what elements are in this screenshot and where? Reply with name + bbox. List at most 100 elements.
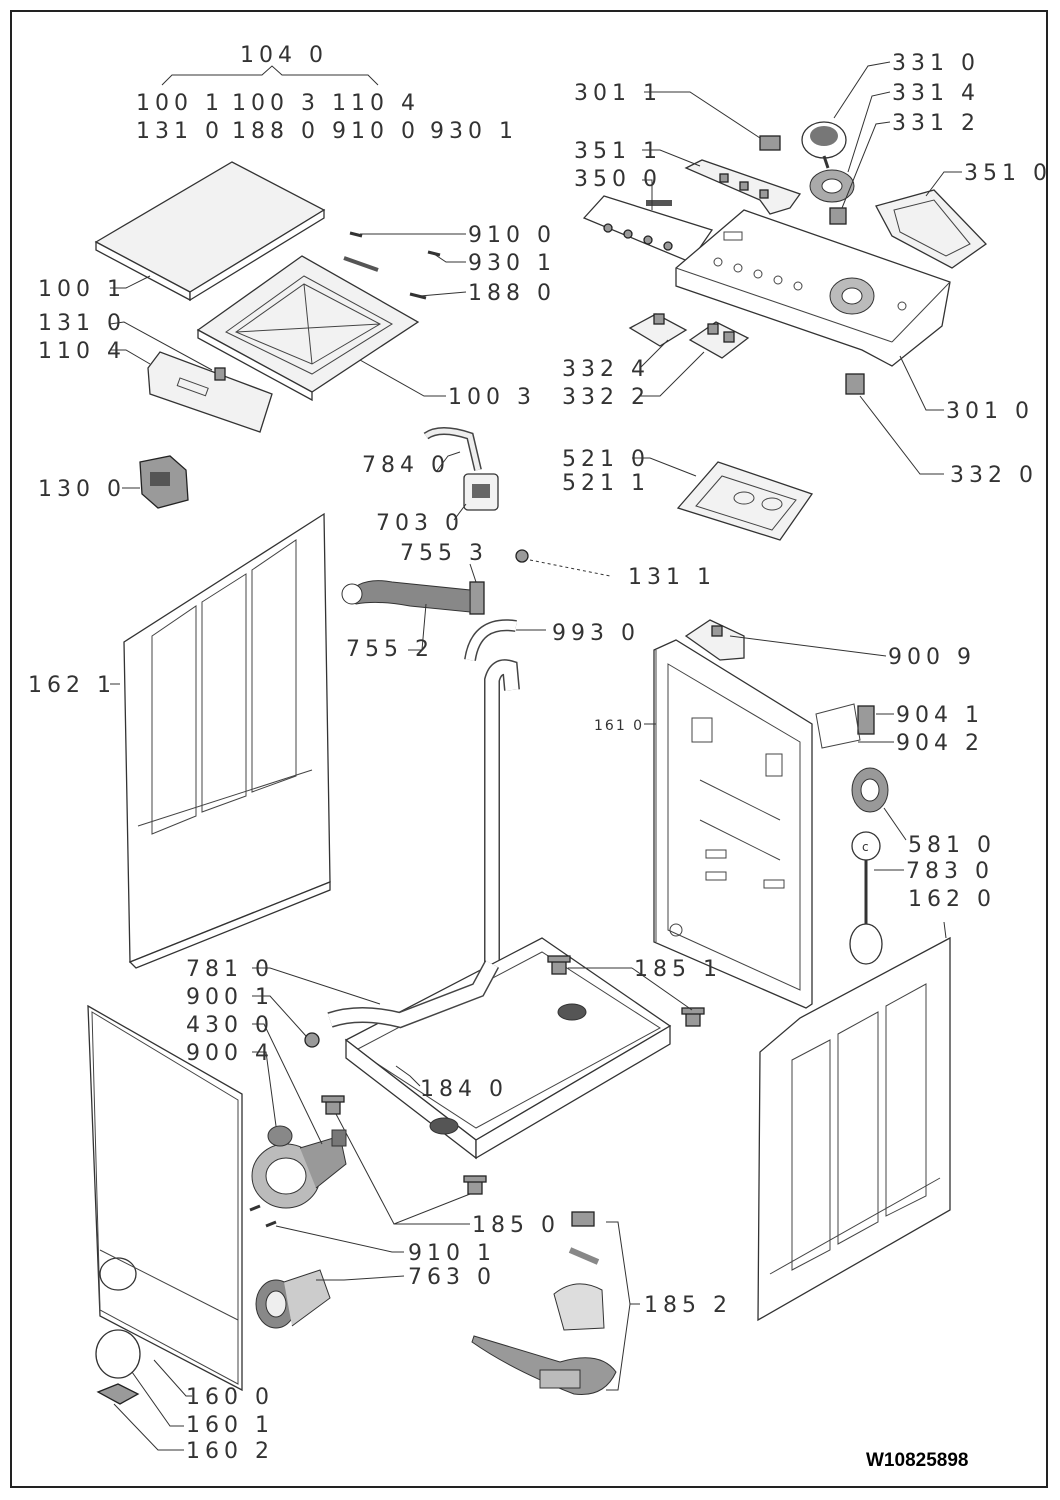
- label-910-0: 910 0: [468, 223, 556, 248]
- label-910-1: 910 1: [408, 1241, 496, 1266]
- leader-703-0: [453, 503, 467, 521]
- part-top-lid: [94, 161, 326, 302]
- label-131-1: 131 1: [628, 565, 716, 590]
- group-bracket: [161, 65, 379, 86]
- leader-781-0: [252, 967, 381, 1005]
- label-188-0: 188 0: [468, 281, 556, 306]
- label-162-1: 162 1: [28, 673, 116, 698]
- leader-184-0: [395, 1065, 421, 1087]
- label-162-0: 162 0: [908, 887, 996, 912]
- part-door-lock: [139, 455, 189, 509]
- leader-100-3: [359, 359, 446, 397]
- leader-162-0: [943, 921, 947, 939]
- label-350-0: 350 0: [574, 167, 662, 192]
- label-160-0: 160 0: [186, 1385, 274, 1410]
- part-inlet-pipe: [423, 427, 482, 471]
- label-521-0: 521 0: [562, 447, 650, 472]
- leader-350-0: [642, 179, 653, 210]
- label-100-1: 100 1: [38, 277, 126, 302]
- label-703-0: 703 0: [376, 511, 464, 536]
- label-100-3: 100 3: [448, 385, 536, 410]
- part-screw-910-1b: [265, 1220, 277, 1228]
- leader-900-9: [729, 635, 887, 657]
- part-knob-ring: [809, 169, 855, 203]
- label-331-4: 331 4: [892, 81, 980, 106]
- leader-755-3: [469, 563, 477, 583]
- label-755-3: 755 3: [400, 541, 488, 566]
- leader-900-1: [252, 995, 307, 1037]
- label-131-0-group: 131 0: [136, 119, 224, 144]
- label-100-3-group: 100 3: [232, 91, 320, 116]
- leader-900-4: [252, 1051, 277, 1127]
- leader-188-0: [419, 291, 467, 297]
- label-910-0-group: 910 0: [332, 119, 420, 144]
- part-foot-rear-2: [681, 1007, 705, 1027]
- label-430-0: 430 0: [186, 1013, 274, 1038]
- leader-351-0: [925, 171, 962, 197]
- drawing-frame: [10, 10, 1048, 1488]
- label-301-0: 301 0: [946, 399, 1034, 424]
- leader-331-4: [847, 91, 891, 173]
- part-screw-910-0: [349, 231, 363, 238]
- label-930-1: 930 1: [468, 251, 556, 276]
- part-service-door: [95, 1329, 141, 1379]
- part-top-frame: [196, 255, 420, 402]
- label-184-0: 184 0: [420, 1077, 508, 1102]
- label-160-2: 160 2: [186, 1439, 274, 1464]
- part-clamp-900-1: [304, 1032, 320, 1048]
- part-detergent-dispenser: [676, 461, 814, 541]
- leader-430-0: [252, 1023, 323, 1145]
- part-foot-front-1: [321, 1095, 345, 1115]
- label-332-2: 332 2: [562, 385, 650, 410]
- leader-131-1: [529, 559, 611, 577]
- leader-930-1: [433, 253, 466, 263]
- label-763-0: 763 0: [408, 1265, 496, 1290]
- label-160-1: 160 1: [186, 1413, 274, 1438]
- leader-581-0: [883, 807, 907, 841]
- leader-301-1: [644, 91, 761, 139]
- label-351-1: 351 1: [574, 139, 662, 164]
- part-900-9: [684, 619, 745, 661]
- leader-160-1: [131, 1371, 184, 1427]
- label-131-0: 131 0: [38, 311, 126, 336]
- label-930-1-group: 930 1: [430, 119, 518, 144]
- part-handle-panel: [147, 351, 273, 433]
- label-784-0: 784 0: [362, 453, 450, 478]
- part-control-bracket-351-0: [875, 189, 987, 269]
- leader-131-0: [109, 321, 213, 371]
- leader-332-2: [640, 351, 705, 397]
- label-332-4: 332 4: [562, 357, 650, 382]
- leader-332-4: [639, 339, 669, 369]
- label-904-2: 904 2: [896, 731, 984, 756]
- document-code: W10825898: [866, 1450, 969, 1471]
- leader-763-0: [316, 1275, 405, 1281]
- label-100-1-group: 100 1: [136, 91, 224, 116]
- part-drain-pump: [251, 1129, 347, 1209]
- label-188-0-group: 188 0: [232, 119, 320, 144]
- leader-110-4: [110, 349, 151, 365]
- part-755-3: [469, 581, 485, 615]
- part-904-2-board: [815, 703, 861, 749]
- label-521-1: 521 1: [562, 471, 650, 496]
- part-foot-assembly: [471, 1211, 617, 1396]
- label-900-9: 900 9: [888, 645, 976, 670]
- part-331-2: [829, 207, 847, 225]
- leader-332-0: [859, 395, 944, 475]
- leader-185-1b: [631, 967, 693, 1011]
- label-755-2: 755 2: [346, 637, 434, 662]
- label-900-1: 900 1: [186, 985, 274, 1010]
- part-bar-930-1: [343, 256, 379, 272]
- label-185-0: 185 0: [472, 1213, 560, 1238]
- part-131-0: [214, 367, 226, 381]
- label-110-4: 110 4: [38, 339, 126, 364]
- leader-160-2: [113, 1403, 184, 1451]
- part-bellows-hose: [341, 580, 471, 613]
- part-side-panel-right: [757, 936, 951, 1322]
- part-buttons-332-2: [688, 321, 750, 359]
- label-185-1: 185 1: [634, 957, 722, 982]
- part-control-board: [582, 195, 714, 263]
- part-base-frame: [344, 937, 672, 1160]
- leader-351-1: [642, 149, 701, 167]
